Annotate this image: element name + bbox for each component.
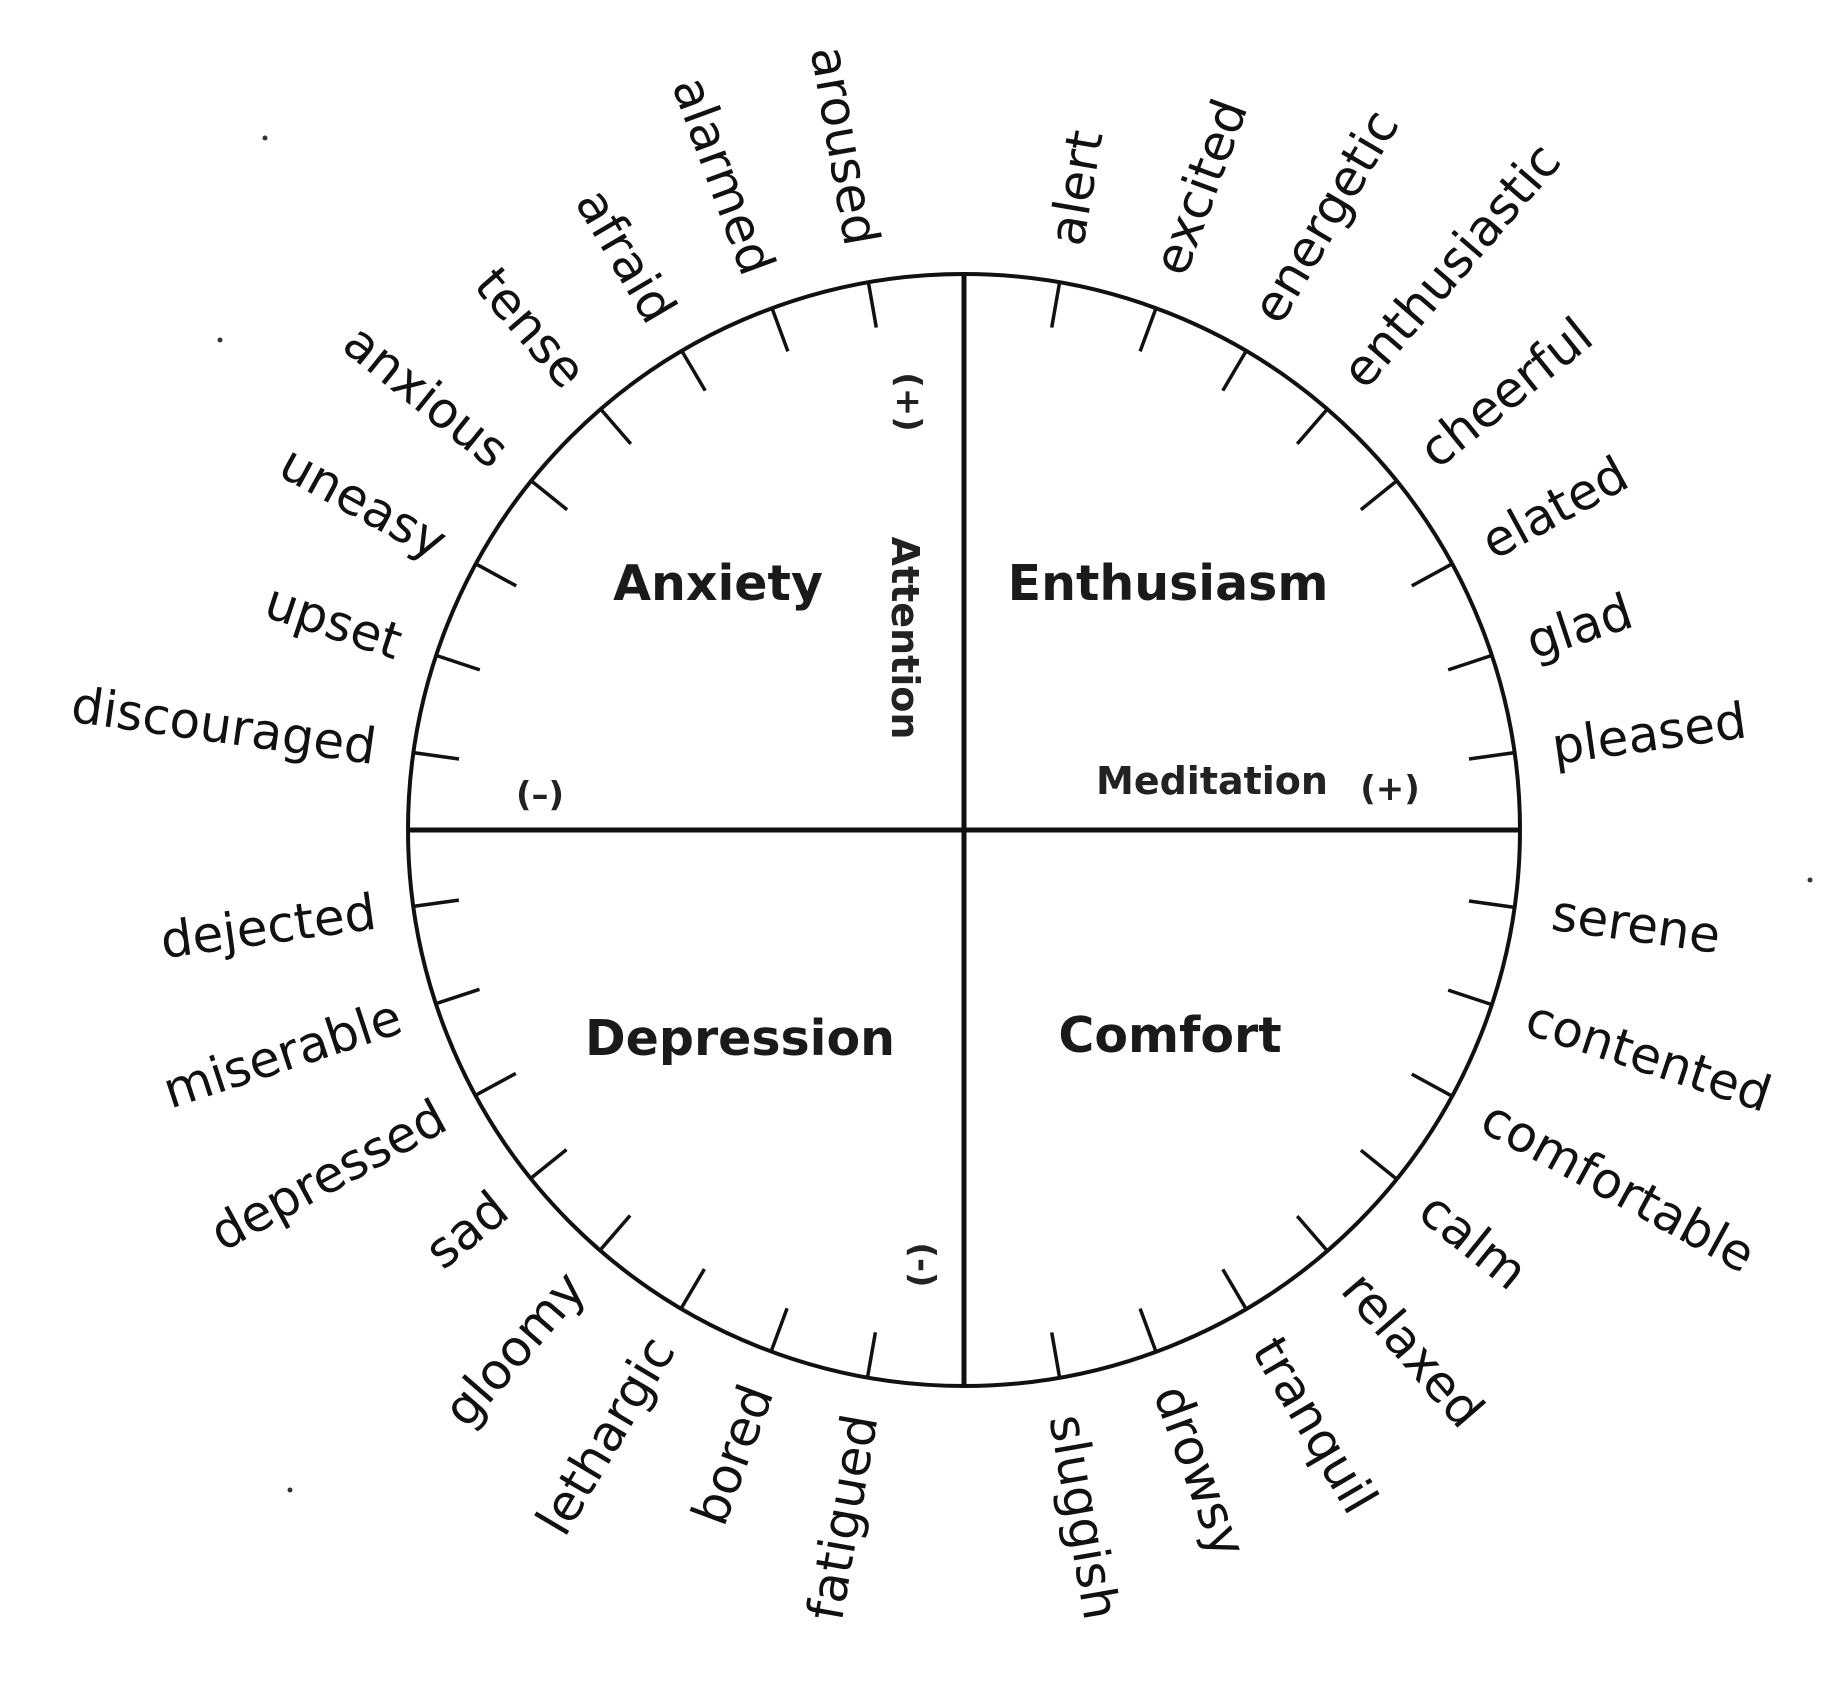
tick-upset — [435, 653, 481, 672]
emotion-label-serene: serene — [1548, 884, 1724, 965]
quadrant-label-comfort: Comfort — [1058, 1007, 1281, 1064]
emotion-label-drowsy: drowsy — [1142, 1377, 1258, 1564]
emotion-label-sad: sad — [414, 1180, 519, 1281]
tick-aroused — [866, 281, 879, 328]
emotion-label-pleased: pleased — [1548, 691, 1750, 776]
tick-depressed — [474, 1071, 517, 1097]
emotion-label-miserable: miserable — [156, 988, 409, 1120]
tick-uneasy — [474, 562, 518, 588]
emotion-label-contented: contented — [1519, 989, 1778, 1124]
quadrant-label-anxiety: Anxiety — [613, 555, 823, 612]
tick-pleased — [1468, 750, 1515, 761]
tick-comfortable — [1410, 1072, 1454, 1098]
emotion-label-discouraged: discouraged — [68, 676, 380, 776]
tick-cheerful — [1359, 479, 1398, 512]
speck — [287, 1487, 293, 1493]
axis-label-attention: Attention — [883, 537, 927, 740]
emotion-label-aroused: aroused — [799, 42, 891, 250]
tick-contented — [1447, 988, 1493, 1007]
tick-dejected — [413, 898, 460, 909]
emotion-label-tranquil: tranquil — [1241, 1327, 1389, 1523]
attention-negative-sign: (-) — [902, 1242, 942, 1287]
quadrant-label-enthusiasm: Enthusiasm — [1008, 555, 1329, 612]
tick-alert — [1049, 281, 1062, 328]
tick-marks — [413, 281, 1515, 1379]
axis-label-meditation: Meditation — [1096, 759, 1328, 803]
tick-discouraged — [413, 750, 460, 761]
speck — [217, 337, 223, 343]
emotion-label-relaxed: relaxed — [1330, 1261, 1495, 1439]
tick-gloomy — [598, 1214, 632, 1252]
emotion-label-tense: tense — [463, 256, 598, 399]
attention-positive-sign: (+) — [888, 372, 928, 432]
emotion-label-excited: excited — [1142, 92, 1259, 283]
emotion-label-alert: alert — [1038, 126, 1115, 250]
quadrant-label-depression: Depression — [585, 1010, 895, 1067]
tick-glad — [1447, 653, 1493, 672]
tick-serene — [1468, 899, 1515, 910]
tick-bored — [769, 1307, 789, 1353]
emotion-label-anxious: anxious — [332, 313, 520, 480]
speck — [1807, 877, 1813, 883]
speck — [262, 135, 268, 141]
emotion-label-afraid: afraid — [564, 178, 688, 332]
emotion-label-cheerful: cheerful — [1408, 306, 1604, 480]
emotion-label-upset: upset — [258, 572, 409, 671]
emotion-label-sluggish: sluggish — [1038, 1410, 1131, 1624]
tick-alarmed — [770, 307, 790, 353]
tick-tense — [599, 407, 633, 446]
tick-sad — [529, 1148, 568, 1180]
emotion-label-calm: calm — [1408, 1180, 1538, 1301]
tick-elated — [1410, 562, 1454, 588]
emotion-label-uneasy: uneasy — [270, 434, 456, 571]
emotion-label-elated: elated — [1472, 445, 1638, 571]
emotion-label-fatigued: fatigued — [796, 1410, 889, 1625]
tick-calm — [1359, 1148, 1398, 1181]
tick-miserable — [435, 987, 481, 1006]
tick-enthusiastic — [1295, 407, 1329, 446]
emotion-label-alarmed: alarmed — [661, 69, 787, 282]
emotion-label-bored: bored — [681, 1377, 785, 1532]
tick-energetic — [1221, 350, 1248, 392]
tick-afraid — [680, 350, 707, 392]
emotion-label-glad: glad — [1519, 582, 1640, 671]
emotion-label-dejected: dejected — [157, 883, 380, 970]
meditation-negative-sign: (–) — [516, 775, 564, 815]
emotion-label-lethargic: lethargic — [525, 1327, 687, 1545]
tick-sluggish — [1049, 1332, 1062, 1379]
tick-anxious — [530, 479, 569, 512]
emotion-label-gloomy: gloomy — [432, 1260, 597, 1438]
tick-lethargic — [679, 1268, 706, 1310]
tick-fatigued — [865, 1331, 878, 1378]
tick-drowsy — [1138, 1307, 1158, 1353]
tick-relaxed — [1295, 1214, 1329, 1253]
meditation-positive-sign: (+) — [1360, 769, 1420, 809]
tick-excited — [1138, 307, 1158, 353]
tick-tranquil — [1221, 1268, 1248, 1310]
